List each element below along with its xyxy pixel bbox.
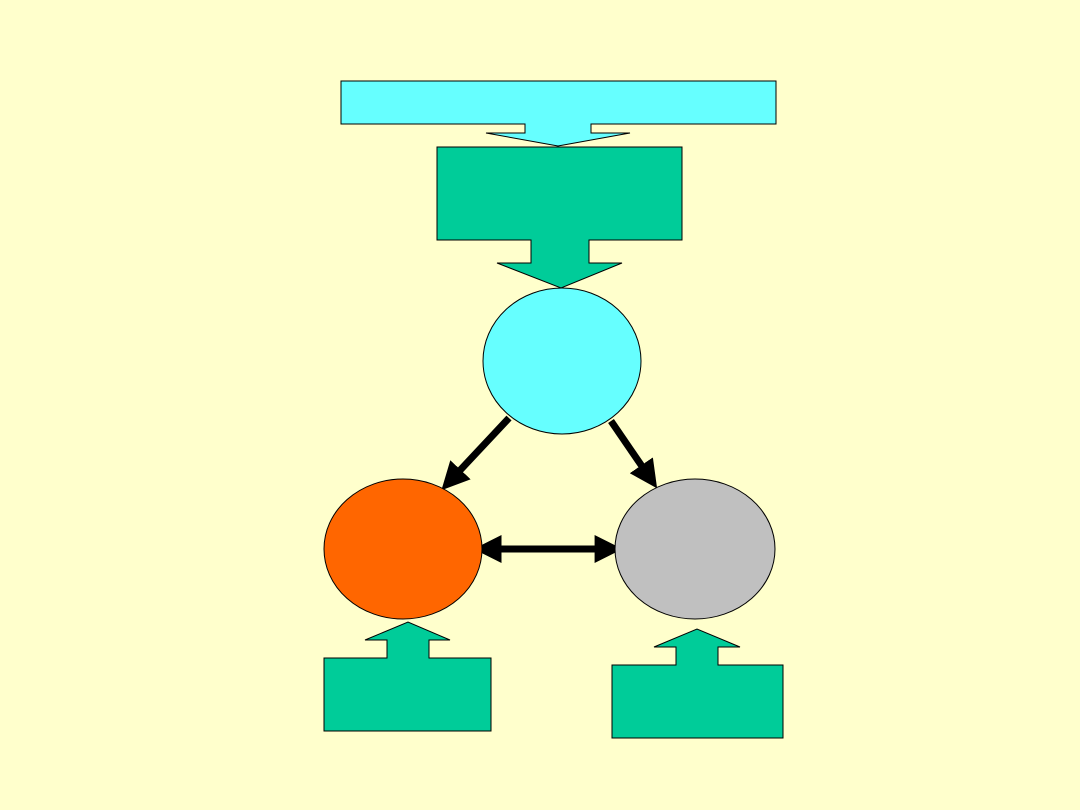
bottom-left-box-callout — [323, 621, 492, 732]
circle-top — [482, 287, 642, 435]
middle-box-callout — [436, 146, 683, 289]
arrow-top-to-right — [608, 419, 658, 489]
circle-left — [323, 478, 483, 620]
top-banner-callout — [340, 80, 777, 147]
arrow-top-to-left — [441, 415, 512, 491]
bottom-right-box-callout — [611, 628, 784, 739]
circle-right — [614, 478, 776, 620]
